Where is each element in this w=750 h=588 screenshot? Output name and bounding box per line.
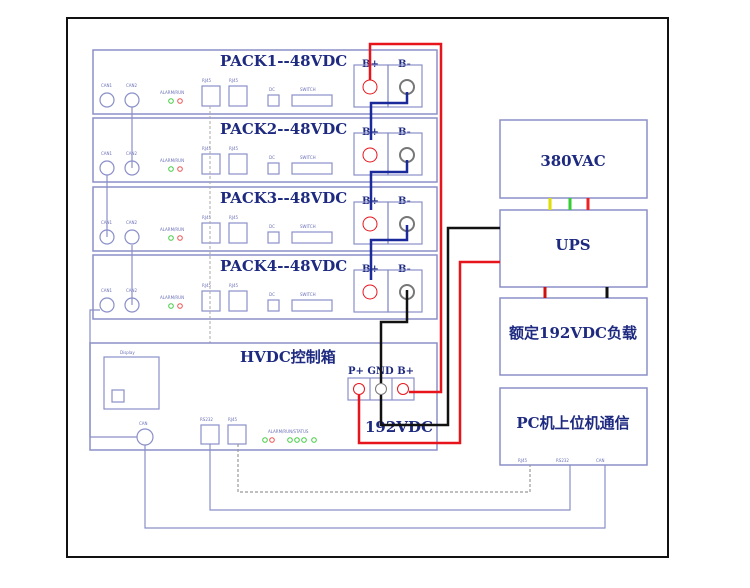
rj45_2-port	[228, 290, 248, 312]
dc-label: DC	[269, 87, 275, 92]
pc-box: PC机上位机通信 RJ45 RS232 CAN	[499, 387, 648, 466]
b-minus-terminal	[399, 147, 415, 163]
b-minus-terminal-block	[387, 201, 423, 245]
rj45_1-port	[201, 85, 221, 107]
led-label: ALARM/RUN/STATUS	[268, 429, 309, 434]
status-leds	[262, 437, 317, 443]
can1-label: CAN1	[101, 151, 113, 156]
dc-label: DC	[269, 224, 275, 229]
pc-rs232-label: RS232	[556, 458, 569, 463]
rj45_1-label: RJ45	[202, 215, 212, 220]
rj45_2-label: RJ45	[229, 215, 239, 220]
led-label: ALARM/RUN	[160, 227, 184, 232]
switch-label: SWITCH	[300, 155, 316, 160]
rj45-port	[227, 424, 247, 445]
ups-box: UPS	[499, 209, 648, 288]
switch	[291, 299, 333, 312]
rj45_1-port	[201, 153, 221, 175]
b-plus-terminal	[397, 383, 409, 395]
rj45_2-port	[228, 222, 248, 244]
rj45_2-label: RJ45	[229, 146, 239, 151]
dc-port	[267, 299, 280, 312]
can2-port	[124, 229, 140, 245]
can2-label: CAN2	[126, 83, 138, 88]
b-minus-terminal	[399, 79, 415, 95]
p-plus-terminal	[353, 383, 365, 395]
power-wiring	[357, 42, 500, 445]
rj45_2-port	[228, 85, 248, 107]
ac-ups-connectors	[543, 198, 609, 298]
switch-label: SWITCH	[300, 87, 316, 92]
display-panel	[103, 356, 160, 410]
switch	[291, 94, 333, 107]
led-label: ALARM/RUN	[160, 158, 184, 163]
rj45_1-port	[201, 222, 221, 244]
hvdc-control-box: HVDC控制箱 Display CAN RS232 RJ45 ALARM/RUN…	[89, 342, 438, 451]
led-label: ALARM/RUN	[160, 90, 184, 95]
output-voltage-label: 192VDC	[365, 418, 433, 436]
b-minus-terminal-block	[387, 64, 423, 108]
rj45_1-port	[201, 290, 221, 312]
load-box: 额定192VDC负载	[499, 297, 648, 376]
can1-port	[99, 297, 115, 313]
can-label: CAN	[139, 421, 148, 426]
ac-box: 380VAC	[499, 119, 648, 199]
switch	[291, 231, 333, 244]
b-minus-terminal-block	[387, 269, 423, 313]
pack-title: PACK2--48VDC	[220, 120, 347, 138]
dc-port	[267, 231, 280, 244]
pc-label: PC机上位机通信	[516, 414, 629, 432]
rj45_1-label: RJ45	[202, 146, 212, 151]
pack-title: PACK4--48VDC	[220, 257, 347, 275]
pc-rj45-label: RJ45	[518, 458, 528, 463]
can1-label: CAN1	[101, 83, 113, 88]
b-plus-terminal	[362, 284, 378, 300]
rj45_2-label: RJ45	[229, 78, 239, 83]
can1-label: CAN1	[101, 288, 113, 293]
can2-label: CAN2	[126, 220, 138, 225]
display-label: Display	[120, 350, 135, 355]
switch-label: SWITCH	[300, 292, 316, 297]
ups-label: UPS	[555, 236, 590, 254]
rj45_2-label: RJ45	[229, 283, 239, 288]
dc-label: DC	[269, 292, 275, 297]
pack-title: PACK3--48VDC	[220, 189, 347, 207]
hvdc-title: HVDC控制箱	[240, 348, 336, 366]
can1-port	[99, 92, 115, 108]
pc-can-label: CAN	[596, 458, 605, 463]
switch-label: SWITCH	[300, 224, 316, 229]
dc-port	[267, 162, 280, 175]
rj45-label: RJ45	[228, 417, 238, 422]
dc-label: DC	[269, 155, 275, 160]
rj45_2-port	[228, 153, 248, 175]
rj45_1-label: RJ45	[202, 78, 212, 83]
switch	[291, 162, 333, 175]
ac-label: 380VAC	[540, 152, 605, 170]
rs232-label: RS232	[200, 417, 213, 422]
b-plus-terminal	[362, 147, 378, 163]
comm-lines	[89, 309, 606, 529]
rj45_1-label: RJ45	[202, 283, 212, 288]
b-minus-terminal-block	[387, 132, 423, 176]
load-label: 额定192VDC负载	[509, 324, 637, 342]
pack-title: PACK1--48VDC	[220, 52, 347, 70]
gnd-terminal	[375, 383, 387, 395]
b-plus-terminal	[362, 216, 378, 232]
led-label: ALARM/RUN	[160, 295, 184, 300]
b-plus-terminal	[362, 79, 378, 95]
dc-port	[267, 94, 280, 107]
